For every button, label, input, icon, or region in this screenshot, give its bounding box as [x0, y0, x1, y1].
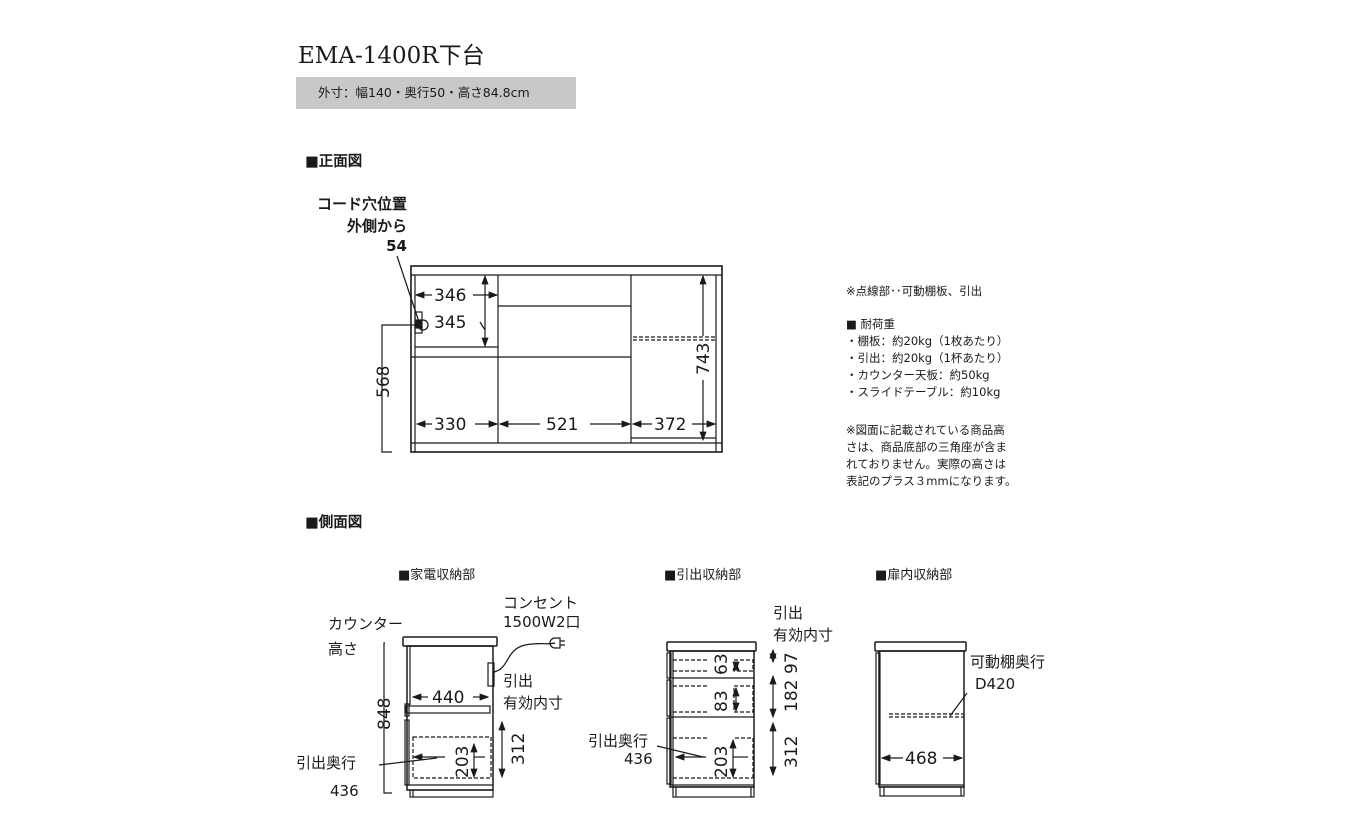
- outlet-label: コンセント: [503, 594, 579, 612]
- drawer-depth-value: 436: [624, 750, 653, 768]
- height-note: 表記のプラス３mmになります。: [846, 474, 1017, 488]
- dim-440: 440: [432, 688, 464, 708]
- dimensions-banner: 外寸：幅140・奥行50・高さ84.8cm: [296, 77, 576, 109]
- power-cord-icon: [493, 642, 556, 673]
- drawer-heading: ■引出収納部: [664, 568, 742, 583]
- drawer-depth-value: 436: [330, 782, 359, 800]
- dim-346: 346: [434, 286, 466, 306]
- load-heading: ■ 耐荷重: [846, 317, 896, 331]
- load-item: ・棚板：約20kg（1枚あたり）: [846, 334, 1009, 348]
- dim-312: 312: [782, 736, 802, 768]
- dim-312: 312: [509, 733, 529, 765]
- appliance-heading: ■家電収納部: [398, 568, 476, 583]
- shelf-depth-label: 可動棚奥行: [970, 653, 1046, 671]
- dim-521: 521: [546, 415, 578, 435]
- cord-hole-value: 54: [386, 237, 407, 255]
- height-note: ※図面に記載されている商品高: [846, 423, 1005, 437]
- dim-345: 345: [434, 313, 466, 333]
- height-note: さは、商品底部の三角座が含ま: [846, 440, 1007, 454]
- outlet-label-2: 1500W2口: [503, 613, 581, 631]
- height-note: れておりません。実際の高さは: [846, 457, 1006, 471]
- dim-63: 63: [712, 653, 732, 675]
- cord-hole-label: コード穴位置: [316, 195, 407, 213]
- drawer-side-drawing: 63 97 83 182 203 312: [656, 641, 802, 798]
- load-item: ・カウンター天板：約50kg: [846, 368, 990, 382]
- load-item: ・スライドテーブル：約10kg: [846, 385, 1001, 399]
- drawer-depth-label: 引出奥行: [296, 754, 357, 772]
- drawer-depth-label: 引出奥行: [588, 732, 649, 750]
- dim-83: 83: [712, 690, 732, 712]
- dim-468: 468: [905, 749, 937, 769]
- counter-label-2: 高さ: [328, 640, 359, 658]
- side-view-heading: ■側面図: [305, 515, 363, 531]
- drawer-inner-label: 引出: [773, 604, 804, 622]
- dim-203: 203: [453, 746, 473, 778]
- cord-hole-label-2: 外側から: [346, 217, 407, 235]
- door-side-drawing: 468: [874, 641, 968, 797]
- drawer-inner-label: 引出: [503, 672, 534, 690]
- dim-372: 372: [654, 415, 686, 435]
- product-title: EMA-1400R下台: [298, 43, 485, 69]
- drawer-inner-label-2: 有効内寸: [773, 626, 834, 644]
- appliance-side-drawing: 440 848 312 203: [375, 636, 565, 798]
- door-heading: ■扉内収納部: [875, 568, 953, 583]
- front-view-heading: ■正面図: [305, 154, 363, 170]
- drawer-inner-label-2: 有効内寸: [503, 694, 564, 712]
- counter-label: カウンター: [328, 615, 404, 633]
- load-item: ・引出：約20kg（1杯あたり）: [846, 351, 1009, 365]
- dim-330: 330: [434, 415, 466, 435]
- front-view-drawing: 346 345 330 521 372 743 568: [374, 255, 723, 453]
- dim-743: 743: [694, 343, 714, 375]
- outlet-icon: [487, 662, 495, 687]
- dim-848: 848: [375, 698, 395, 730]
- shelf-depth-value: D420: [975, 675, 1016, 693]
- dotted-note: ※点線部･･可動棚板、引出: [846, 284, 983, 298]
- dim-568: 568: [374, 366, 394, 398]
- dim-203: 203: [712, 746, 732, 778]
- dim-97: 97: [782, 652, 802, 674]
- dim-182: 182: [782, 680, 802, 712]
